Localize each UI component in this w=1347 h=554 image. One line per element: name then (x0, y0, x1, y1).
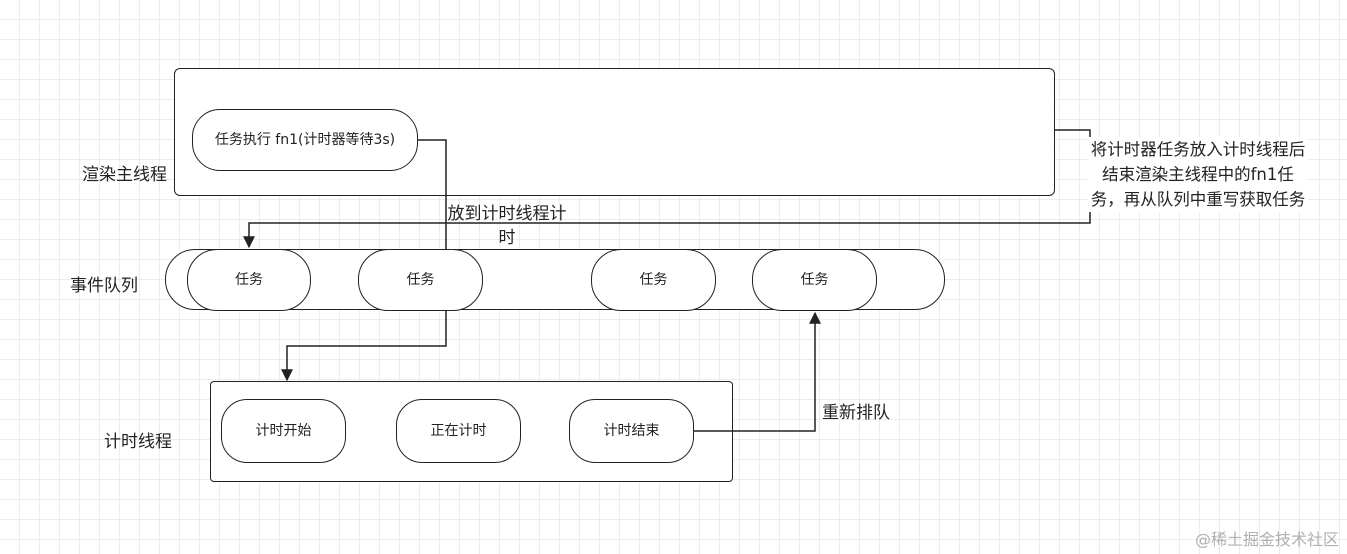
watermark: @稀土掘金技术社区 (1194, 530, 1339, 549)
timer-step-label: 计时开始 (255, 423, 312, 439)
queue-task-1: 任务 (187, 249, 311, 311)
queue-task-label: 任务 (639, 272, 668, 288)
queue-task-2: 任务 (358, 249, 483, 311)
timer-step-end: 计时结束 (569, 399, 694, 463)
timer-step-label: 正在计时 (430, 423, 487, 439)
event-queue-label: 事件队列 (70, 276, 138, 296)
timer-thread-label: 计时线程 (104, 432, 172, 452)
timer-step-label: 计时结束 (603, 423, 660, 439)
queue-task-3: 任务 (591, 249, 716, 311)
edge-label-requeue: 重新排队 (822, 403, 890, 423)
edge-label-to-timer: 放到计时线程计时 (447, 204, 567, 248)
edge-queue-to-timer (281, 311, 447, 382)
queue-task-label: 任务 (800, 272, 829, 288)
queue-task-4: 任务 (752, 249, 877, 311)
render-thread-label: 渲染主线程 (82, 165, 167, 185)
queue-task-label: 任务 (235, 272, 263, 288)
render-task-label: 任务执行 fn1(计时器等待3s) (214, 132, 396, 148)
render-task-fn1: 任务执行 fn1(计时器等待3s) (192, 109, 418, 171)
timer-step-start: 计时开始 (221, 399, 346, 463)
queue-task-label: 任务 (406, 272, 435, 288)
timer-step-running: 正在计时 (396, 399, 521, 463)
edge-label-note: 将计时器任务放入计时线程后结束渲染主线程中的fn1任务，再从队列中重写获取任务 (1088, 137, 1308, 212)
